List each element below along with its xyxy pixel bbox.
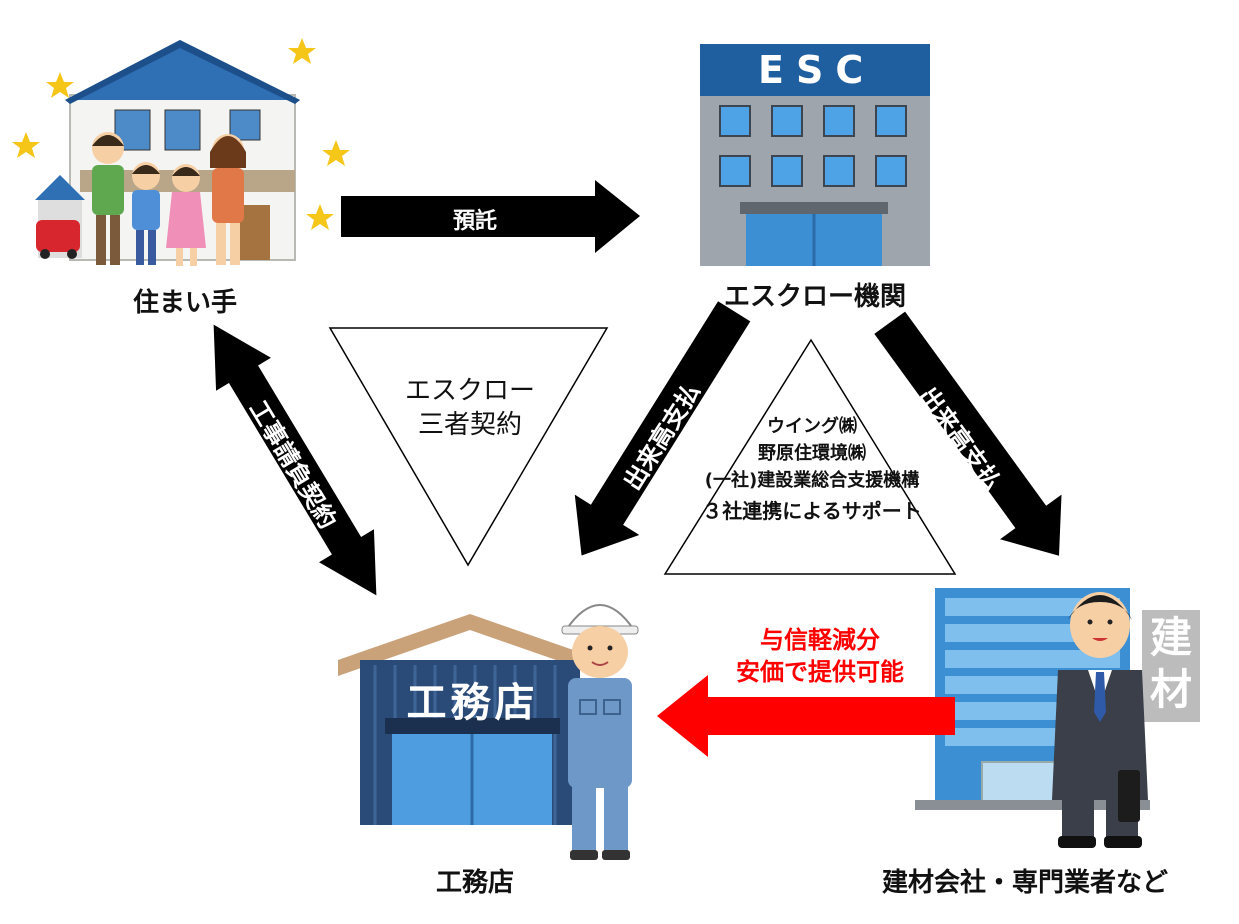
supplier-sign-text: 建材	[1149, 613, 1192, 714]
deposit-arrow-label: 預託	[452, 209, 497, 234]
builder-shop-illustration	[338, 614, 602, 825]
support-line-3: (一社)建設業総合支援機構	[704, 470, 920, 491]
escrow-contract-triangle	[328, 327, 609, 567]
support-line-4: ３社連携によるサポート	[702, 499, 922, 523]
deposit-arrow	[341, 180, 640, 253]
homeowner-label: 住まい手	[132, 288, 237, 318]
supply-arrow	[657, 675, 955, 757]
escrow-triangle-line-1: エスクロー	[404, 376, 535, 406]
escrow-agency-label: エスクロー機関	[723, 282, 906, 312]
businessman-illustration	[1052, 592, 1148, 848]
builder-sign-text: 工務店	[406, 680, 539, 726]
support-line-1: ウイング㈱	[767, 416, 857, 437]
supply-line-1: 与信軽減分	[760, 626, 880, 654]
support-line-2: 野原住環境㈱	[758, 443, 866, 464]
house-family-illustration	[12, 38, 350, 266]
builder-label: 工務店	[435, 868, 514, 898]
payment-arrow-left	[574, 301, 751, 556]
payment-arrow-right	[874, 311, 1062, 556]
supply-line-2: 安価で提供可能	[736, 658, 904, 686]
supplier-label: 建材会社・専門業者など	[881, 868, 1168, 898]
escrow-triangle-line-2: 三者契約	[417, 410, 522, 440]
escrow-agency-building	[700, 44, 930, 266]
worker-illustration	[561, 604, 639, 860]
contract-arrow	[213, 324, 377, 596]
support-triangle	[663, 338, 957, 575]
agency-sign-text: ESC	[758, 48, 876, 92]
